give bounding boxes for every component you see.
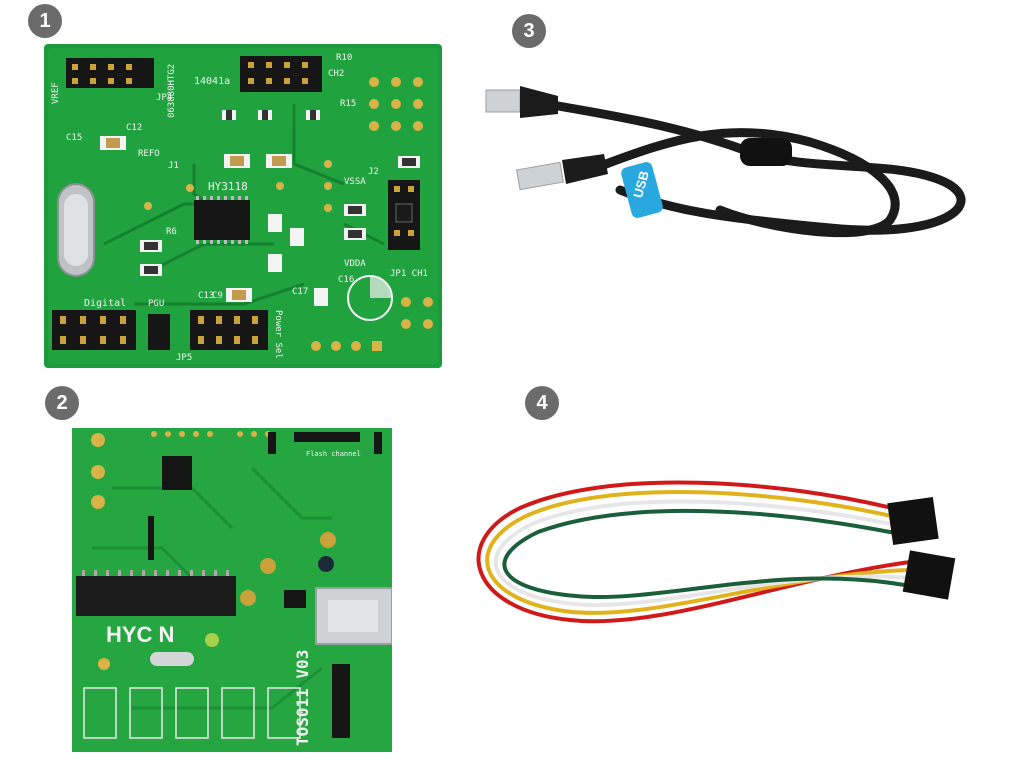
jumper-b bbox=[374, 432, 382, 454]
label-jp5: JP5 bbox=[176, 353, 192, 363]
usb-cable-photo: USB bbox=[485, 86, 966, 238]
badge-3: 3 bbox=[512, 14, 546, 48]
ch2-header bbox=[240, 56, 322, 92]
label-j2: J2 bbox=[368, 167, 379, 177]
smd-components bbox=[100, 110, 420, 306]
label-c9: C9 bbox=[212, 291, 223, 301]
label-flash-channel: Flash channel bbox=[306, 450, 361, 458]
crystal-small bbox=[150, 652, 194, 666]
jp1-header bbox=[388, 180, 420, 250]
led-green bbox=[205, 633, 219, 647]
bottom-footprints bbox=[83, 687, 301, 739]
label-c17: C17 bbox=[292, 287, 308, 297]
label-r6: R6 bbox=[166, 227, 177, 237]
label-power-sel: Power Sel bbox=[273, 310, 283, 359]
label-jp1-ch1: JP1 CH1 bbox=[390, 269, 428, 279]
pad-grid bbox=[369, 77, 423, 131]
label-ch2: CH2 bbox=[328, 69, 344, 79]
badge-4: 4 bbox=[525, 386, 559, 420]
top-pin-row bbox=[151, 431, 271, 437]
right-header bbox=[332, 664, 350, 738]
ferrite-core bbox=[740, 138, 792, 166]
label-r15: R15 bbox=[340, 99, 356, 109]
label-board-id: TOS011 V03 bbox=[293, 650, 312, 746]
brand-logo: HYC N bbox=[106, 622, 174, 647]
dupont-connector-2 bbox=[902, 550, 956, 600]
label-vdda: VDDA bbox=[344, 259, 366, 269]
label-vref: VREF bbox=[51, 82, 61, 104]
hy3118-chip bbox=[194, 196, 250, 244]
label-vssa: VSSA bbox=[344, 177, 366, 187]
label-model: 063880HTG2 bbox=[167, 64, 177, 118]
jp5-header bbox=[148, 314, 170, 350]
electrolytic-cap bbox=[318, 556, 334, 572]
label-c16: C16 bbox=[338, 275, 354, 285]
vias bbox=[144, 160, 433, 329]
label-r10: R10 bbox=[336, 53, 352, 63]
label-chip: HY3118 bbox=[208, 180, 248, 193]
board-2-photo: Flash channel HYC N TOS011 V03 bbox=[72, 428, 392, 752]
dupont-connector-1 bbox=[887, 497, 939, 545]
label-digital: Digital bbox=[84, 298, 126, 309]
crystal-oscillator bbox=[57, 183, 95, 277]
mounting-pads bbox=[91, 433, 110, 670]
label-j1: J1 bbox=[168, 161, 179, 171]
jp4-header bbox=[66, 58, 154, 88]
capacitor-yellow-3 bbox=[320, 532, 336, 548]
badge-1: 1 bbox=[28, 4, 62, 38]
label-jp4: JP4 bbox=[156, 93, 172, 103]
label-c12: C12 bbox=[126, 123, 142, 133]
header-vertical bbox=[148, 516, 154, 560]
label-pgu: PGU bbox=[148, 299, 164, 309]
usb-tag: USB bbox=[621, 162, 663, 218]
flash-header bbox=[294, 432, 360, 442]
capacitor-yellow-2 bbox=[240, 590, 256, 606]
label-c15: C15 bbox=[66, 133, 82, 143]
board-1-photo: HY3118 063880HTG2 14041a VREF JP4 REFO J… bbox=[44, 44, 442, 368]
label-usb: USB bbox=[630, 169, 652, 199]
label-c13: C13 bbox=[198, 291, 214, 301]
label-rev: 14041a bbox=[194, 76, 230, 87]
bottom-pads bbox=[311, 341, 382, 351]
dip-ic bbox=[76, 570, 236, 616]
power-sel-header bbox=[190, 310, 268, 350]
usb-b-plug bbox=[485, 86, 558, 118]
jumper-wires-photo bbox=[476, 480, 956, 624]
ic-small bbox=[162, 456, 192, 490]
digital-header bbox=[52, 310, 136, 350]
usb-b-connector bbox=[315, 587, 392, 645]
usb-a-plug bbox=[516, 154, 608, 191]
badge-2: 2 bbox=[45, 386, 79, 420]
capacitor-c16 bbox=[347, 275, 393, 321]
label-refo: REFO bbox=[138, 149, 160, 159]
ic-regulator bbox=[284, 590, 306, 608]
capacitor-yellow-1 bbox=[260, 558, 276, 574]
jumper-a bbox=[268, 432, 276, 454]
